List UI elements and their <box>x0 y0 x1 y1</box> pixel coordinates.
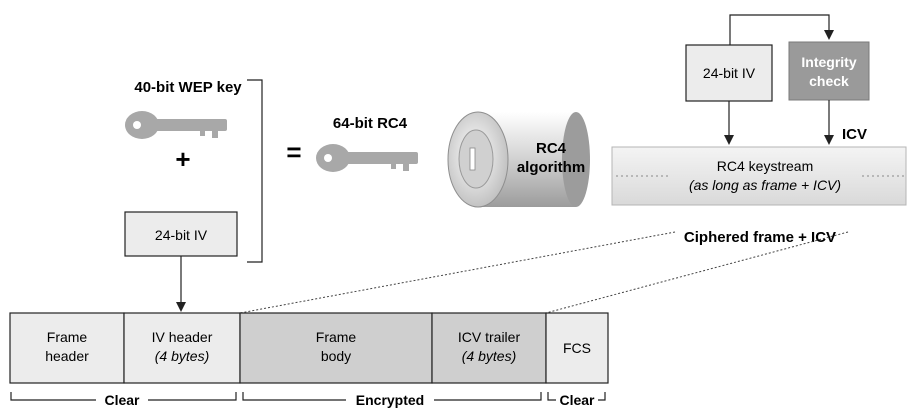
equals-sign: = <box>286 137 301 167</box>
iv-to-integrity-arrowhead <box>824 30 834 40</box>
frame-cell-fcs <box>545 312 609 384</box>
frame-cell-icv-line1: ICV trailer <box>458 329 521 345</box>
frame-cell-header <box>9 312 125 384</box>
keystream-bar <box>611 146 907 206</box>
key-iv-bracket <box>247 79 263 263</box>
iv-box-right <box>685 44 773 102</box>
ciphered-frame-label: Ciphered frame + ICV <box>684 229 836 246</box>
frame-row <box>9 312 609 384</box>
frame-cell-fcs-label: FCS <box>563 340 591 356</box>
bracket-clear-right-label: Clear <box>559 392 595 408</box>
iv-to-integrity-line <box>729 14 830 45</box>
key-icon <box>125 111 227 139</box>
rc4-cylinder-line2: algorithm <box>517 159 585 176</box>
bracket-clear-right <box>547 392 606 401</box>
integrity-check-box <box>788 41 870 101</box>
encrypted-guide-right <box>545 231 849 314</box>
frame-cell-body <box>239 312 433 384</box>
iv-box-right-label: 24-bit IV <box>703 65 756 81</box>
frame-cell-icv-line2: (4 bytes) <box>462 348 516 364</box>
integrity-check-line2: check <box>809 73 849 89</box>
frame-cell-header-line1: Frame <box>47 329 88 345</box>
rc4-key-icon <box>316 144 418 172</box>
rc4-key-label: 64-bit RC4 <box>333 115 408 132</box>
icv-label: ICV <box>842 126 867 143</box>
iv-to-keystream-arrowhead <box>724 135 734 145</box>
bracket-encrypted-label: Encrypted <box>356 392 424 408</box>
bracket-encrypted <box>242 392 542 401</box>
keystream-line1: RC4 keystream <box>717 158 813 174</box>
bracket-clear-left-label: Clear <box>104 392 140 408</box>
integrity-check-line1: Integrity <box>801 54 856 70</box>
frame-cell-iv-line2: (4 bytes) <box>155 348 209 364</box>
rc4-cylinder-line1: RC4 <box>536 140 567 157</box>
frame-cell-header-line2: header <box>45 348 89 364</box>
iv-to-header-arrowhead <box>176 302 186 312</box>
rc4-cylinder <box>447 111 590 208</box>
iv-box-left-label: 24-bit IV <box>155 227 208 243</box>
frame-cell-body-line2: body <box>321 348 351 364</box>
frame-cell-body-line1: Frame <box>316 329 357 345</box>
keystream-line2: (as long as frame + ICV) <box>689 177 841 193</box>
frame-cell-iv-header <box>123 312 241 384</box>
iv-box-left <box>124 211 238 257</box>
wep-key-label: 40-bit WEP key <box>134 79 242 96</box>
icv-to-keystream-arrowhead <box>824 135 834 145</box>
encrypted-guide-left <box>239 231 676 314</box>
plus-sign: + <box>175 144 190 174</box>
bracket-clear-left <box>10 392 237 401</box>
frame-cell-iv-line1: IV header <box>152 329 213 345</box>
